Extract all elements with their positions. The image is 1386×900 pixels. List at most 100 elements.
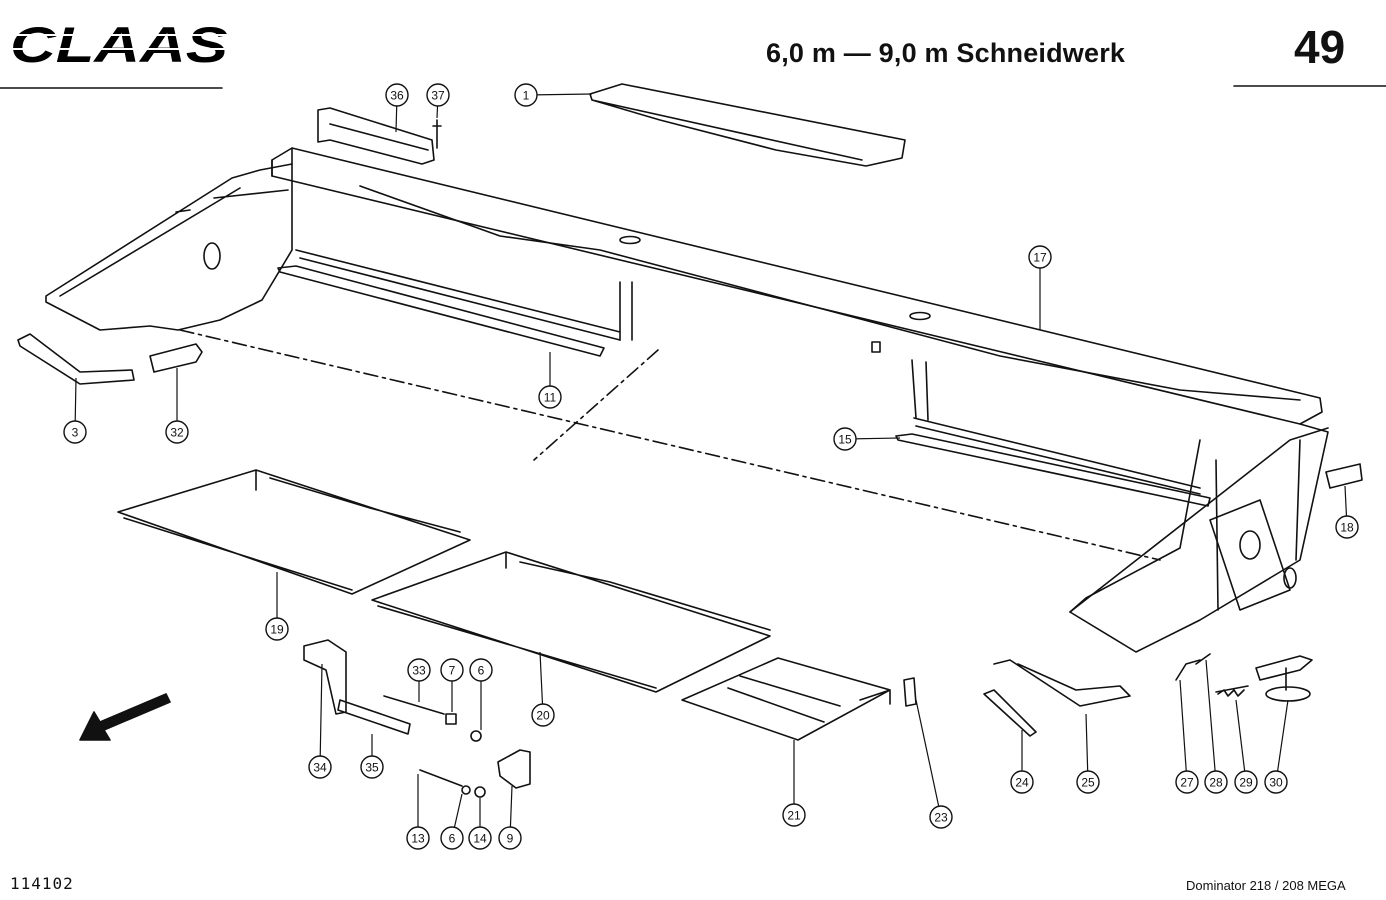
callout-leader-30	[1275, 699, 1289, 783]
callout-label: 36	[390, 89, 404, 103]
callout-label: 20	[536, 709, 550, 723]
callout-circle	[440, 826, 464, 850]
part-13-bolt	[419, 769, 463, 787]
callout-13: 13	[406, 826, 430, 850]
callout-9: 9	[498, 826, 522, 850]
part-36-bracket	[317, 107, 435, 165]
callout-label: 3	[72, 426, 79, 440]
callout-circle	[385, 83, 409, 107]
callout-circle	[406, 826, 430, 850]
callout-label: 34	[313, 761, 327, 775]
callout-circle	[165, 420, 189, 444]
callout-circle	[498, 826, 522, 850]
callout-label: 13	[411, 832, 425, 846]
callout-33: 33	[407, 658, 431, 682]
callout-28: 28	[1204, 770, 1228, 794]
callout-17: 17	[1028, 245, 1052, 269]
callout-label: 7	[449, 664, 456, 678]
callout-circle	[426, 83, 450, 107]
callout-label: 24	[1015, 776, 1029, 790]
callout-leader-29	[1235, 699, 1247, 783]
floor-outline	[179, 329, 1161, 561]
callout-circle	[440, 658, 464, 682]
callout-label: 6	[478, 664, 485, 678]
callout-leader-27	[1179, 679, 1188, 783]
callout-14: 14	[468, 826, 492, 850]
callout-label: 11	[544, 391, 557, 405]
callout-6a: 6	[469, 658, 493, 682]
part-27-spring	[1175, 659, 1201, 681]
page-number: 49	[1294, 21, 1346, 73]
callout-circle	[1264, 770, 1288, 794]
callout-circle	[1028, 245, 1052, 269]
callout-leader-28	[1205, 659, 1217, 783]
callout-circle	[531, 703, 555, 727]
part-37-bolt	[432, 119, 442, 149]
callout-circle	[308, 755, 332, 779]
part-23-plate	[903, 677, 917, 707]
callout-36: 36	[385, 83, 409, 107]
callout-circle	[1076, 770, 1100, 794]
callout-circle	[514, 83, 538, 107]
callout-circle	[782, 803, 806, 827]
callout-19: 19	[265, 617, 289, 641]
callout-label: 19	[270, 623, 284, 637]
part-17-main-frame	[271, 147, 1329, 653]
callout-leader-23	[915, 699, 942, 818]
callout-24: 24	[1010, 770, 1034, 794]
callout-20: 20	[531, 703, 555, 727]
callout-label: 25	[1081, 776, 1095, 790]
part-30-support-base	[1265, 686, 1311, 702]
callout-23: 23	[929, 805, 953, 829]
callout-circle	[360, 755, 384, 779]
callout-circle	[833, 427, 857, 451]
callout-25: 25	[1076, 770, 1100, 794]
callout-30: 30	[1264, 770, 1288, 794]
callout-15: 15	[833, 427, 857, 451]
callout-circle	[538, 385, 562, 409]
svg-text:CLAAS: CLAAS	[10, 18, 228, 68]
part-14-nut	[474, 786, 486, 798]
part-9-guard	[497, 749, 531, 789]
callout-label: 9	[507, 832, 514, 846]
part-15-cutter-rail	[895, 417, 1211, 507]
callout-label: 23	[934, 811, 948, 825]
document-number: 114102	[10, 874, 74, 893]
part-7-nut	[445, 713, 457, 725]
part-6-washer-top	[470, 730, 482, 742]
callout-circle	[929, 805, 953, 829]
callout-leader-34	[319, 663, 323, 768]
callout-label: 37	[431, 89, 445, 103]
callout-37: 37	[426, 83, 450, 107]
callout-label: 30	[1269, 776, 1283, 790]
claas-logo-lettering: CLAAS	[8, 18, 230, 68]
part-3-guide	[17, 333, 135, 385]
callout-circle	[1204, 770, 1228, 794]
part-28-spring	[1195, 653, 1211, 665]
machine-model: Dominator 218 / 208 MEGA	[1186, 878, 1346, 893]
callout-32: 32	[165, 420, 189, 444]
callout-label: 28	[1209, 776, 1223, 790]
callout-3: 3	[63, 420, 87, 444]
left-side-wall-hole	[203, 242, 221, 270]
part-34-bracket	[303, 639, 347, 715]
part-19-floor-sheet	[117, 469, 471, 595]
part-1-cover-plate	[589, 83, 906, 167]
callout-11: 11	[538, 385, 562, 409]
part-20-floor-sheet	[371, 551, 771, 693]
callout-circle	[1335, 515, 1359, 539]
part-21-tray	[681, 657, 891, 741]
callout-18: 18	[1335, 515, 1359, 539]
callout-27: 27	[1175, 770, 1199, 794]
callout-7: 7	[440, 658, 464, 682]
callout-label: 27	[1180, 776, 1194, 790]
callout-label: 18	[1340, 521, 1354, 535]
part-33-pin	[383, 695, 445, 715]
part-29-spring	[1215, 685, 1249, 697]
callout-label: 33	[412, 664, 426, 678]
part-25-divider	[993, 659, 1131, 707]
part-11-cutter-rail	[277, 249, 621, 357]
part-24-divider	[983, 689, 1037, 737]
